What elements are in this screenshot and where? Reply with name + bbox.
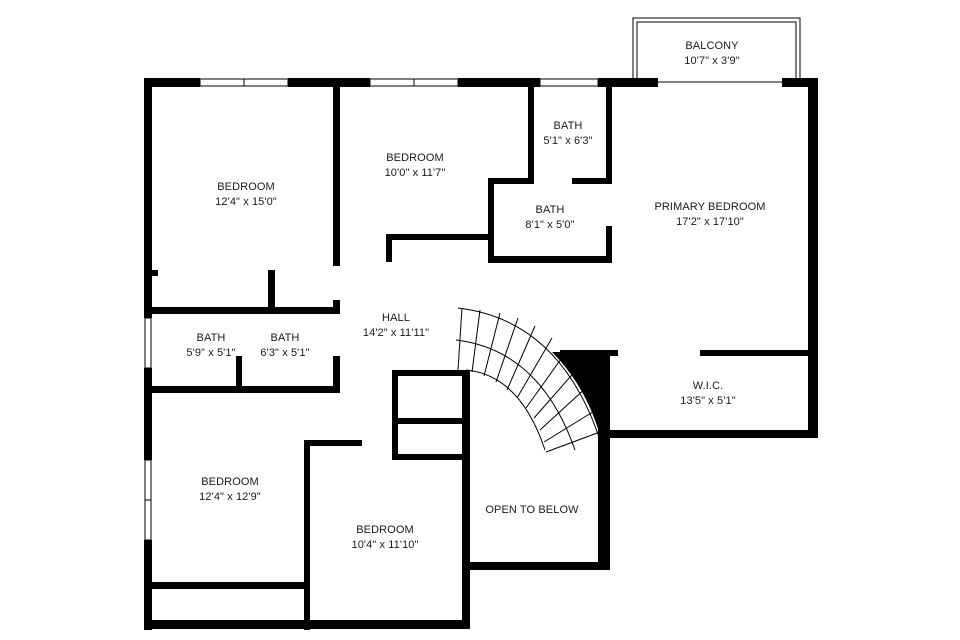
room-dimensions: 12'4" x 12'9" bbox=[199, 491, 261, 503]
room-name: BATH bbox=[270, 332, 300, 344]
room-label-bath-middle: BATH 8'1" x 5'0" bbox=[525, 203, 574, 233]
room-label-bath-right: BATH 6'3" x 5'1" bbox=[260, 331, 309, 361]
room-name: BATH bbox=[535, 204, 565, 216]
interior-walls bbox=[152, 86, 808, 630]
balcony bbox=[632, 17, 801, 83]
room-label-bedroom-3: BEDROOM 12'4" x 12'9" bbox=[199, 475, 261, 505]
room-label-bedroom-4: BEDROOM 10'4" x 11'10" bbox=[351, 523, 418, 553]
room-name: BEDROOM bbox=[217, 181, 275, 193]
staircase bbox=[455, 307, 601, 453]
room-dimensions: 17'2" x 17'10" bbox=[676, 216, 744, 228]
room-label-wic: W.I.C. 13'5" x 5'1" bbox=[680, 379, 735, 409]
windows bbox=[144, 78, 599, 561]
room-name: BEDROOM bbox=[386, 152, 444, 164]
room-name: W.I.C. bbox=[692, 380, 724, 392]
room-label-bedroom-2: BEDROOM 10'0" x 11'7" bbox=[385, 151, 446, 181]
room-name: BATH bbox=[553, 120, 583, 132]
room-dimensions: 5'9" x 5'1" bbox=[186, 347, 236, 359]
room-dimensions: 14'2" x 11'11" bbox=[362, 327, 430, 339]
room-dimensions: 13'5" x 5'1" bbox=[680, 395, 736, 407]
room-name: BEDROOM bbox=[356, 524, 414, 536]
room-name: BALCONY bbox=[685, 40, 739, 52]
room-dimensions: 5'1" x 6'3" bbox=[543, 135, 593, 147]
room-dimensions: 10'4" x 11'10" bbox=[351, 539, 419, 551]
room-dimensions: 6'3" x 5'1" bbox=[260, 347, 310, 359]
room-label-bedroom-1: BEDROOM 12'4" x 15'0" bbox=[215, 180, 277, 210]
room-label-bath-top: BATH 5'1" x 6'3" bbox=[543, 119, 592, 149]
room-name: BATH bbox=[196, 332, 226, 344]
room-dimensions: 10'7" x 3'9" bbox=[684, 55, 740, 67]
room-name: OPEN TO BELOW bbox=[485, 504, 579, 516]
room-label-hall: HALL 14'2" x 11'11" bbox=[363, 311, 429, 341]
room-name: HALL bbox=[382, 312, 410, 324]
room-name: PRIMARY BEDROOM bbox=[654, 201, 766, 213]
room-label-open-to-below: OPEN TO BELOW bbox=[485, 503, 578, 518]
room-dimensions: 10'0" x 11'7" bbox=[384, 167, 446, 179]
room-label-bath-left: BATH 5'9" x 5'1" bbox=[186, 331, 235, 361]
room-label-primary-bedroom: PRIMARY BEDROOM 17'2" x 17'10" bbox=[654, 200, 765, 230]
room-name: BEDROOM bbox=[201, 476, 259, 488]
room-label-balcony: BALCONY 10'7" x 3'9" bbox=[684, 39, 739, 69]
room-dimensions: 12'4" x 15'0" bbox=[215, 196, 277, 208]
room-dimensions: 8'1" x 5'0" bbox=[525, 219, 575, 231]
